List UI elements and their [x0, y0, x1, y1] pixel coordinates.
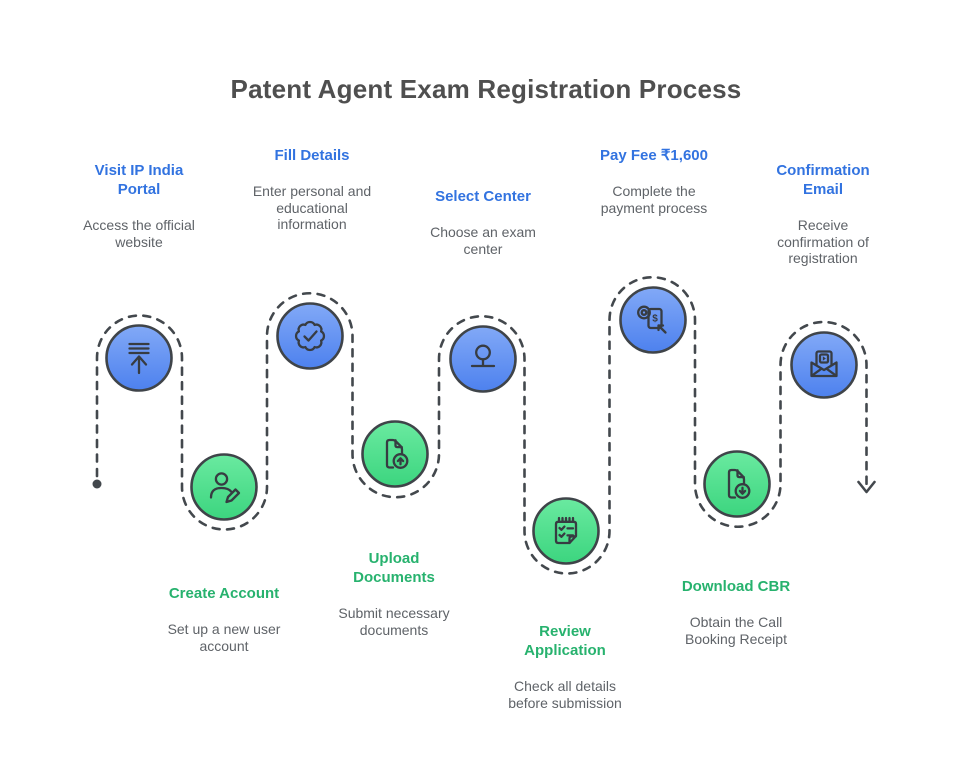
- end-arrow-icon: [857, 480, 876, 494]
- step-description: Access the official website: [83, 217, 195, 250]
- step-4-node: [361, 420, 429, 488]
- document-upload-icon: [385, 438, 409, 469]
- email-open-icon: [810, 350, 838, 378]
- step-title: Download CBR: [681, 578, 791, 595]
- checklist-icon: [554, 516, 578, 545]
- step-label-visit-ip-india-portal: Visit IP India Portal Access the officia…: [69, 161, 209, 250]
- step-title: Select Center: [435, 188, 531, 205]
- step-3-node: [276, 302, 344, 370]
- start-dot: [92, 479, 102, 489]
- step-title: Review Application: [524, 623, 606, 659]
- step-title: Fill Details: [274, 147, 350, 164]
- step-label-pay-fee: Pay Fee ₹1,600 Complete the payment proc…: [592, 146, 717, 216]
- step-2-node: [190, 453, 258, 521]
- page-title: Patent Agent Exam Registration Process: [230, 74, 742, 104]
- user-edit-icon: [209, 472, 241, 504]
- step-6-node: [532, 497, 600, 565]
- step-description: Choose an exam center: [430, 224, 536, 257]
- step-description: Enter personal and educational informati…: [252, 183, 372, 232]
- step-description: Set up a new user account: [167, 621, 281, 654]
- dollar-glyph: $: [652, 314, 658, 325]
- step-title: Create Account: [168, 585, 280, 602]
- step-title: Pay Fee ₹1,600: [600, 147, 708, 164]
- step-label-create-account: Create Account Set up a new user account: [154, 584, 294, 654]
- step-description: Obtain the Call Booking Receipt: [685, 614, 787, 647]
- step-5-node: [449, 325, 517, 393]
- step-description: Complete the payment process: [600, 183, 708, 216]
- step-label-select-center: Select Center Choose an exam center: [421, 187, 546, 257]
- step-1-node: [105, 324, 173, 392]
- document-download-icon: [727, 468, 751, 499]
- step-8-node: [703, 450, 771, 518]
- step-description: Submit necessary documents: [338, 605, 450, 638]
- step-title: Visit IP India Portal: [94, 162, 184, 198]
- step-9-node: [790, 331, 858, 399]
- mobile-payment-icon: $: [637, 305, 667, 334]
- step-description: Receive confirmation of registration: [777, 217, 869, 266]
- upload-icon: [128, 342, 150, 375]
- step-title: Confirmation Email: [776, 162, 870, 198]
- step-label-review-application: Review Application Check all details bef…: [498, 622, 633, 711]
- step-label-upload-documents: Upload Documents Submit necessary docume…: [327, 549, 462, 638]
- step-label-confirmation-email: Confirmation Email Receive confirmation …: [762, 161, 884, 267]
- step-7-node: $: [619, 286, 687, 354]
- step-description: Check all details before submission: [508, 678, 622, 711]
- step-label-fill-details: Fill Details Enter personal and educatio…: [242, 146, 382, 233]
- step-title: Upload Documents: [353, 550, 435, 586]
- process-path: [95, 276, 868, 575]
- location-marker-icon: [470, 344, 496, 368]
- badge-check-icon: [294, 320, 326, 352]
- step-label-download-cbr: Download CBR Obtain the Call Booking Rec…: [674, 577, 799, 647]
